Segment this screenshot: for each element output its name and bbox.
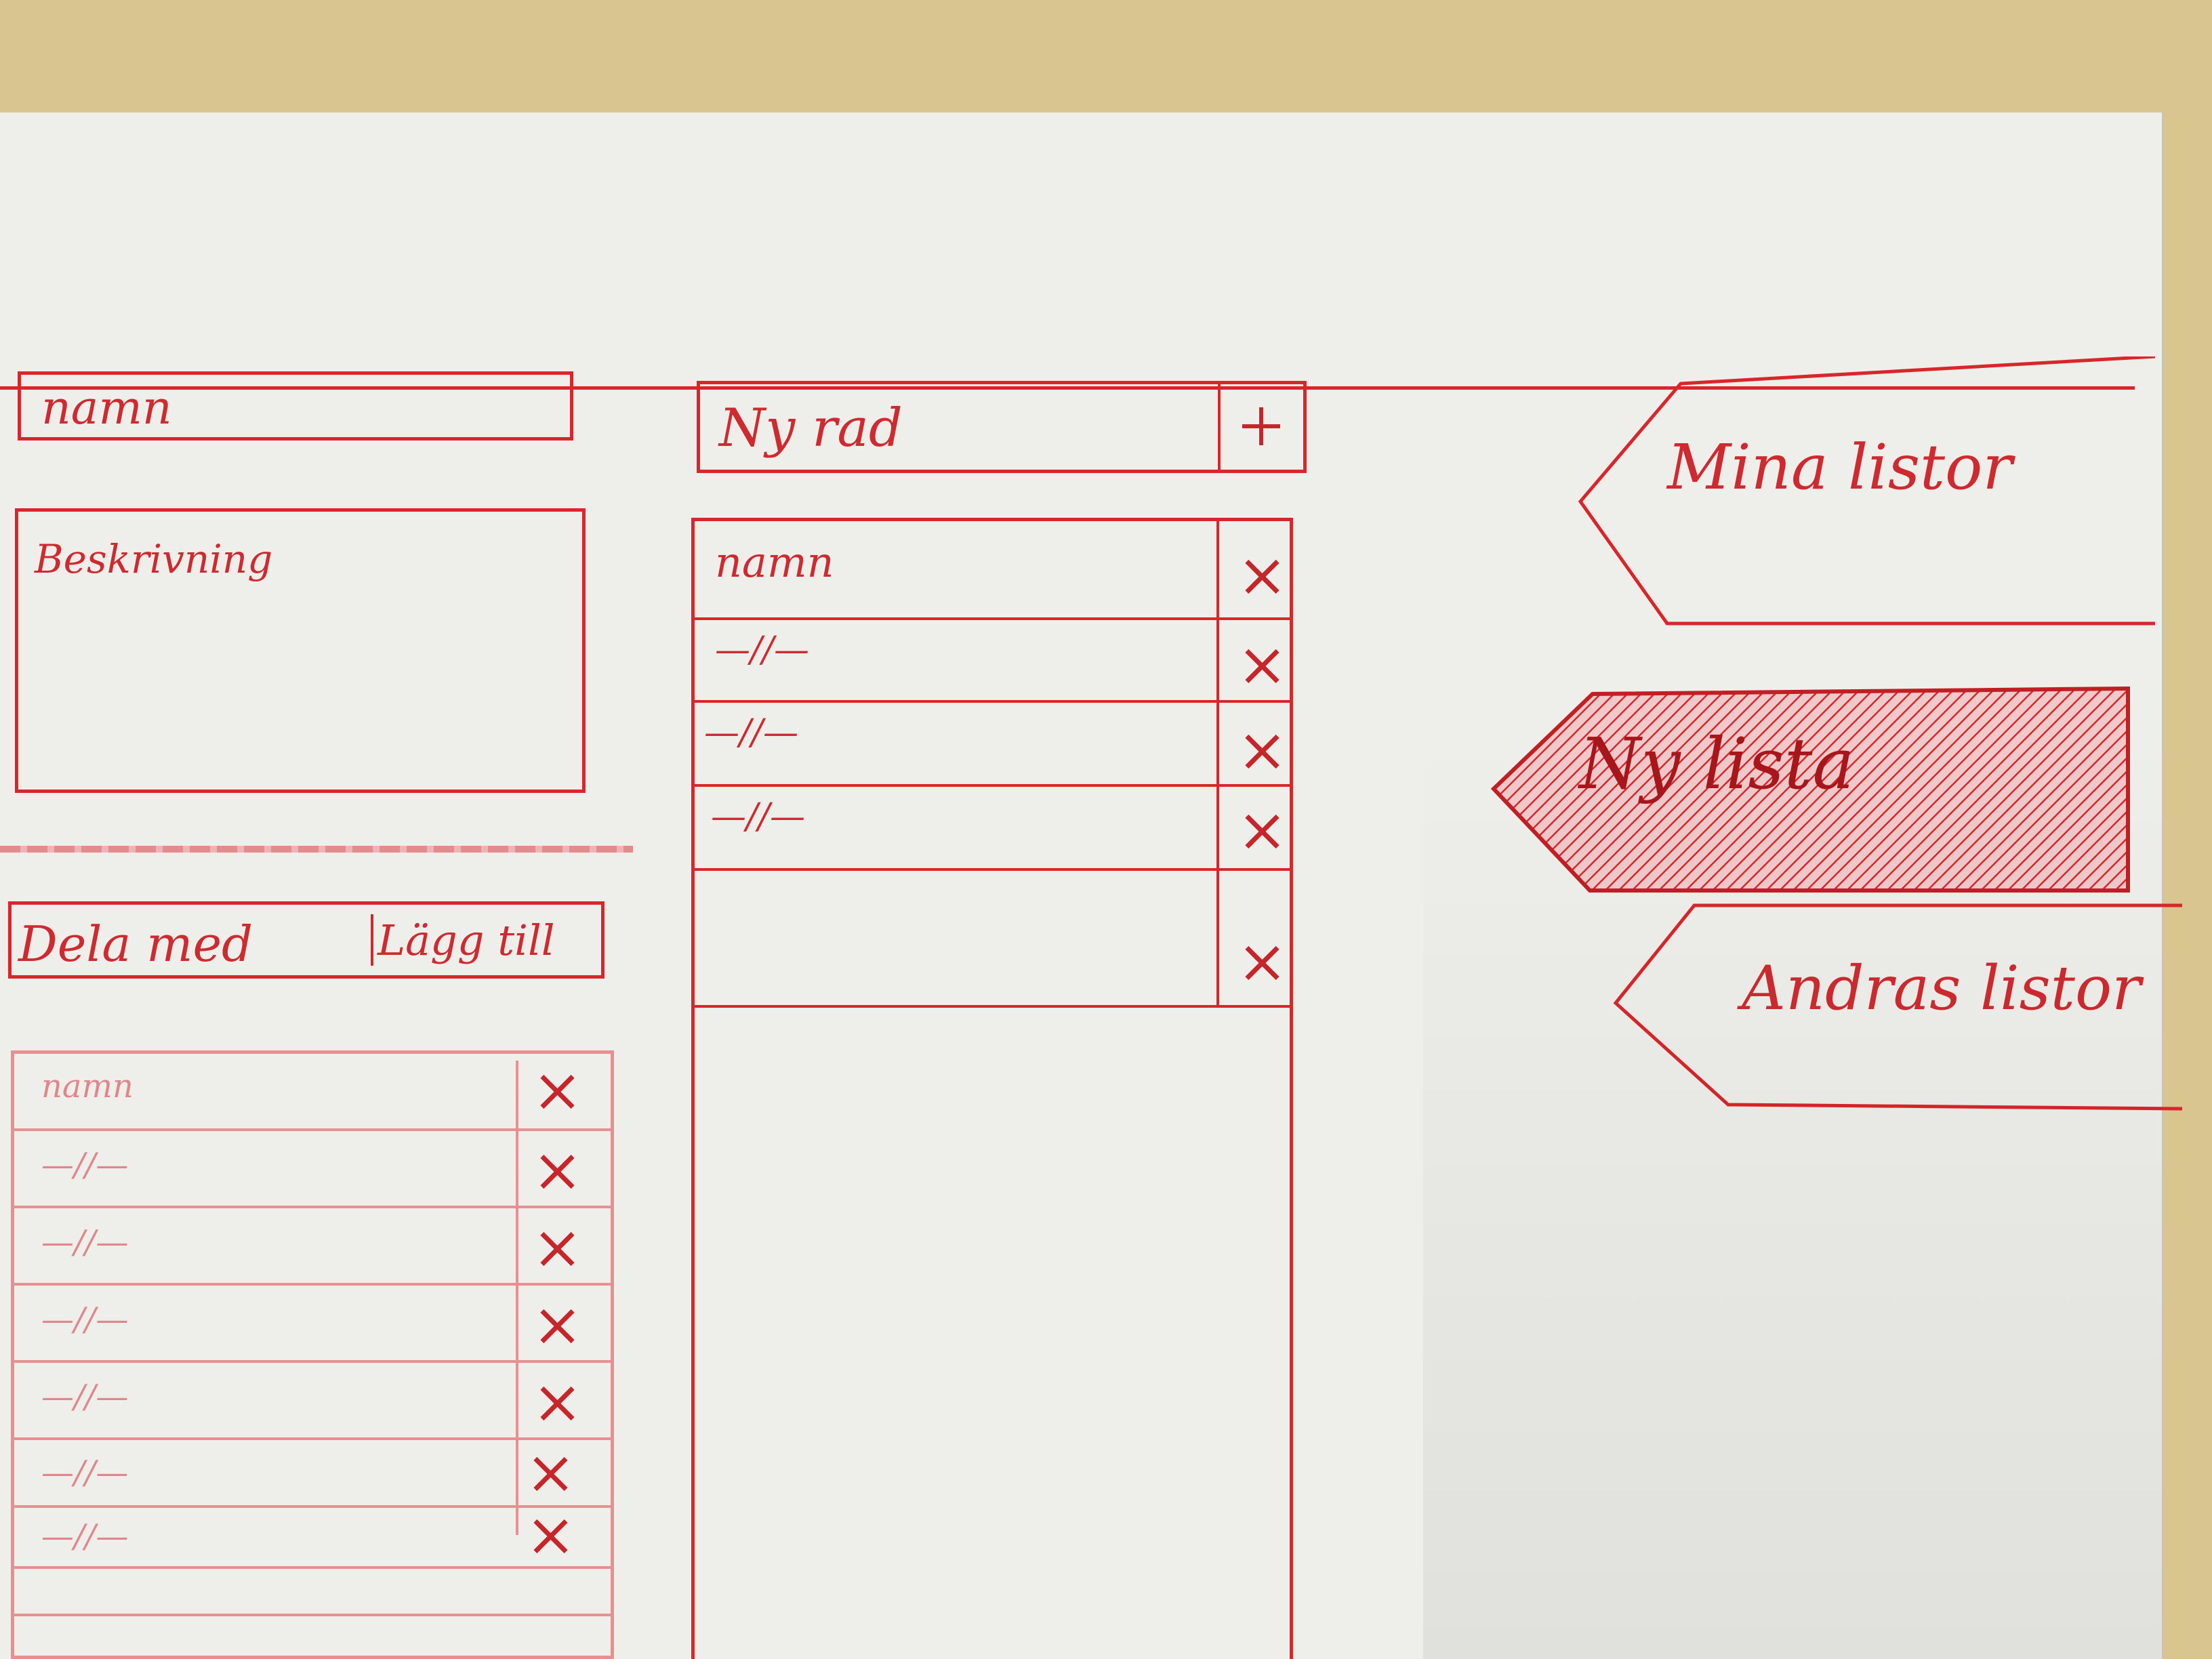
add-row-button[interactable] (1242, 407, 1280, 445)
shared-user-name: —//— (41, 1517, 129, 1555)
list-item: namn (14, 1054, 611, 1128)
shared-list-separator (516, 1061, 518, 1535)
shared-user-name: —//— (41, 1378, 129, 1416)
row-divider (14, 1128, 611, 1131)
shared-user-name: —//— (41, 1146, 129, 1184)
list-item: —//— (695, 620, 1291, 699)
delete-row-icon[interactable] (1241, 555, 1284, 598)
remove-icon[interactable] (536, 1070, 579, 1113)
shared-user-name: —//— (41, 1223, 129, 1261)
shared-user-name: —//— (41, 1454, 129, 1492)
shared-user-name: —//— (41, 1300, 129, 1338)
row-divider (695, 700, 1291, 703)
list-item: —//— (695, 787, 1291, 867)
list-item: —//— (14, 1440, 611, 1505)
row-divider (14, 1206, 611, 1208)
remove-icon[interactable] (529, 1452, 573, 1496)
list-item: —//— (14, 1286, 611, 1360)
header-divider (0, 386, 2135, 390)
list-item: —//— (14, 1208, 611, 1283)
others-lists-label: Andras listor (1742, 953, 2142, 1024)
section-divider (0, 846, 633, 853)
row-text: namn (715, 537, 834, 587)
list-item: —//— (14, 1363, 611, 1437)
row-divider (14, 1566, 611, 1569)
add-row-separator (1218, 384, 1221, 470)
row-divider (695, 784, 1291, 787)
share-with-label: Dela med (18, 916, 253, 972)
row-divider (14, 1505, 611, 1508)
share-with-input[interactable]: Dela med Lägg till (8, 901, 605, 979)
new-list-tab[interactable] (1484, 675, 2135, 899)
delete-row-icon[interactable] (1241, 644, 1284, 688)
list-item: —//— (695, 703, 1291, 783)
name-input-placeholder: namn (41, 382, 172, 435)
row-text: —//— (715, 630, 810, 670)
shared-user-name: namn (41, 1067, 134, 1105)
row-divider (14, 1614, 611, 1616)
list-item: namn (695, 521, 1291, 616)
row-divider (14, 1283, 611, 1286)
description-textarea[interactable]: Beskrivning (15, 508, 586, 793)
rows-list: namn —//— —//— —//— (691, 518, 1293, 1659)
new-row-placeholder: Ny rad (719, 398, 903, 459)
share-separator (371, 914, 373, 966)
my-lists-label: Mina listor (1667, 431, 2013, 504)
remove-icon[interactable] (536, 1305, 579, 1348)
new-row-input[interactable]: Ny rad (697, 381, 1307, 473)
row-divider (14, 1360, 611, 1363)
row-divider (695, 617, 1291, 620)
remove-icon[interactable] (529, 1515, 573, 1558)
delete-row-icon[interactable] (1241, 810, 1284, 853)
description-placeholder: Beskrivning (35, 536, 273, 582)
delete-row-icon[interactable] (1241, 730, 1284, 773)
shared-users-list: namn —//— —//— —//— —//— —//— (11, 1050, 614, 1659)
row-divider (695, 868, 1291, 871)
name-input[interactable]: namn (18, 371, 573, 441)
list-item: —//— (14, 1131, 611, 1206)
new-list-label: Ny lista (1579, 722, 1855, 805)
rows-list-separator (1216, 521, 1219, 1006)
others-lists-tab[interactable] (1606, 892, 2189, 1115)
delete-row-icon[interactable] (1241, 941, 1284, 985)
row-text: —//— (704, 712, 799, 753)
remove-icon[interactable] (536, 1150, 579, 1193)
remove-icon[interactable] (536, 1227, 579, 1271)
my-lists-tab[interactable] (1572, 356, 2169, 641)
paper-sheet: namn Beskrivning Dela med Lägg till namn… (0, 112, 2183, 1659)
add-share-button[interactable]: Lägg till (377, 916, 555, 965)
list-item: —//— (14, 1508, 611, 1566)
row-divider (695, 1005, 1291, 1008)
row-text: —//— (711, 796, 806, 837)
row-divider (14, 1437, 611, 1440)
remove-icon[interactable] (536, 1382, 579, 1425)
